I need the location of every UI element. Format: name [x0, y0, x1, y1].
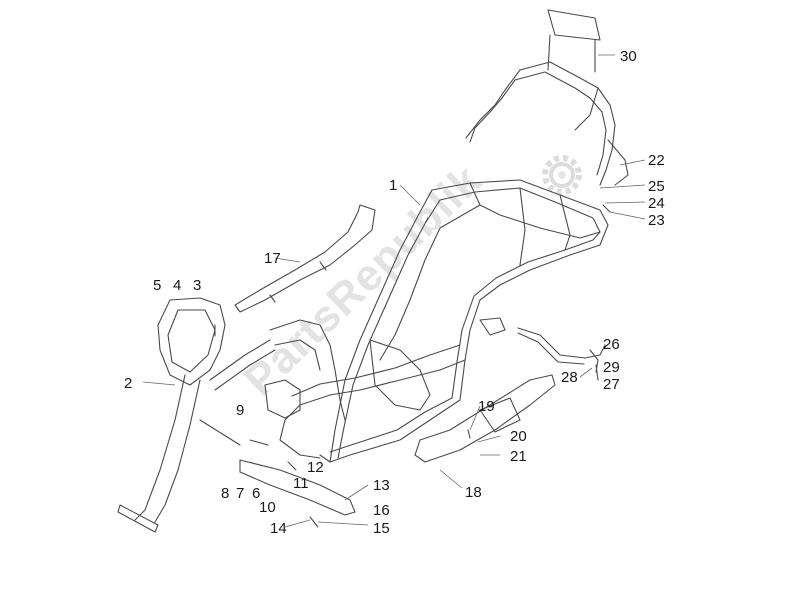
callout-18: 18 — [465, 484, 482, 501]
callout-26: 26 — [603, 336, 620, 353]
callout-3: 3 — [193, 277, 201, 294]
callout-16: 16 — [373, 502, 390, 519]
callout-20: 20 — [510, 428, 527, 445]
callout-24: 24 — [648, 195, 665, 212]
rear-rack — [465, 9, 629, 186]
gear-icon — [542, 155, 582, 195]
callout-19: 19 — [478, 398, 495, 415]
callout-7: 7 — [236, 485, 244, 502]
callout-10: 10 — [259, 499, 276, 516]
callout-8: 8 — [221, 485, 229, 502]
callout-29: 29 — [603, 359, 620, 376]
callout-15: 15 — [373, 520, 390, 537]
main-frame — [264, 179, 609, 463]
callout-28: 28 — [561, 369, 578, 386]
callout-4: 4 — [173, 277, 181, 294]
callout-11: 11 — [293, 475, 309, 492]
callout-23: 23 — [648, 212, 665, 229]
callout-6: 6 — [252, 485, 260, 502]
callout-12: 12 — [307, 459, 324, 476]
callout-27: 27 — [603, 376, 620, 393]
lower-plates — [239, 327, 606, 516]
watermark-text: PartsRepublik — [235, 155, 491, 405]
callout-labels: 1 2 3 4 5 6 7 8 9 10 11 12 13 14 15 16 1… — [124, 48, 665, 537]
front-assembly — [117, 297, 276, 533]
callout-2: 2 — [124, 375, 132, 392]
leader-lines — [142, 54, 646, 528]
callout-1: 1 — [389, 177, 397, 194]
callout-17: 17 — [264, 250, 281, 267]
callout-13: 13 — [373, 477, 390, 494]
callout-25: 25 — [648, 178, 665, 195]
hardware — [199, 204, 611, 528]
callout-30: 30 — [620, 48, 637, 65]
watermark: PartsRepublik — [235, 155, 582, 405]
callout-21: 21 — [510, 448, 527, 465]
side-bracket — [234, 204, 376, 313]
callout-5: 5 — [153, 277, 161, 294]
callout-22: 22 — [648, 152, 665, 169]
callout-9: 9 — [236, 402, 244, 419]
callout-14: 14 — [270, 520, 287, 537]
